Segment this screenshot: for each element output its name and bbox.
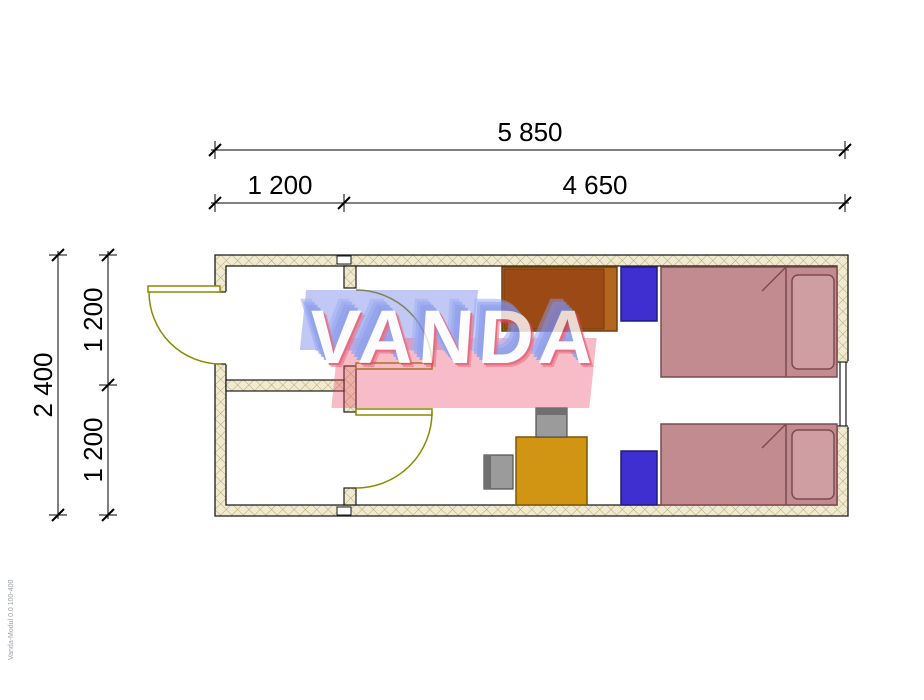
dimension-top-split: 1 200 4 650: [208, 170, 852, 212]
door-swing-arc: [355, 411, 433, 489]
dimension-top-total: 5 850: [208, 117, 852, 159]
chair-left: [483, 454, 514, 490]
bed-bottom: [660, 423, 838, 506]
nightstand-bottom: [620, 450, 658, 506]
window-right: [835, 361, 850, 427]
dim-side-total-label: 2 400: [28, 352, 58, 417]
bed-top: [660, 266, 838, 378]
desk: [501, 266, 618, 332]
partition-walls: [225, 265, 357, 506]
dimension-side-split: 1 200 1 200: [78, 248, 117, 522]
dimension-side-total: 2 400: [28, 248, 67, 522]
dim-top-left-label: 1 200: [247, 170, 312, 200]
dim-top-right-label: 4 650: [562, 170, 627, 200]
door-swing-arc: [355, 289, 433, 367]
pillow: [791, 429, 835, 500]
entry-door-opening: [213, 291, 227, 365]
pillow: [791, 274, 835, 370]
dining-table: [515, 436, 588, 506]
door-leaf: [147, 285, 221, 293]
door-swing-arc: [148, 291, 222, 365]
nightstand-top: [620, 266, 658, 322]
interior-door-top: [355, 289, 433, 370]
entry-door-top: [147, 285, 222, 365]
dim-side-top-label: 1 200: [78, 287, 108, 352]
dim-top-total-label: 5 850: [497, 117, 562, 147]
door-leaf: [355, 408, 433, 416]
chair-backrest: [484, 455, 491, 489]
chair-backrest: [536, 408, 567, 415]
wall-notches: [336, 255, 352, 516]
door-leaf: [355, 362, 433, 370]
footer-note: Vanda-Modul 0.0 100-400: [8, 579, 15, 660]
interior-door-bottom: [355, 408, 433, 489]
chair-top: [535, 407, 568, 438]
dim-side-bottom-label: 1 200: [78, 417, 108, 482]
